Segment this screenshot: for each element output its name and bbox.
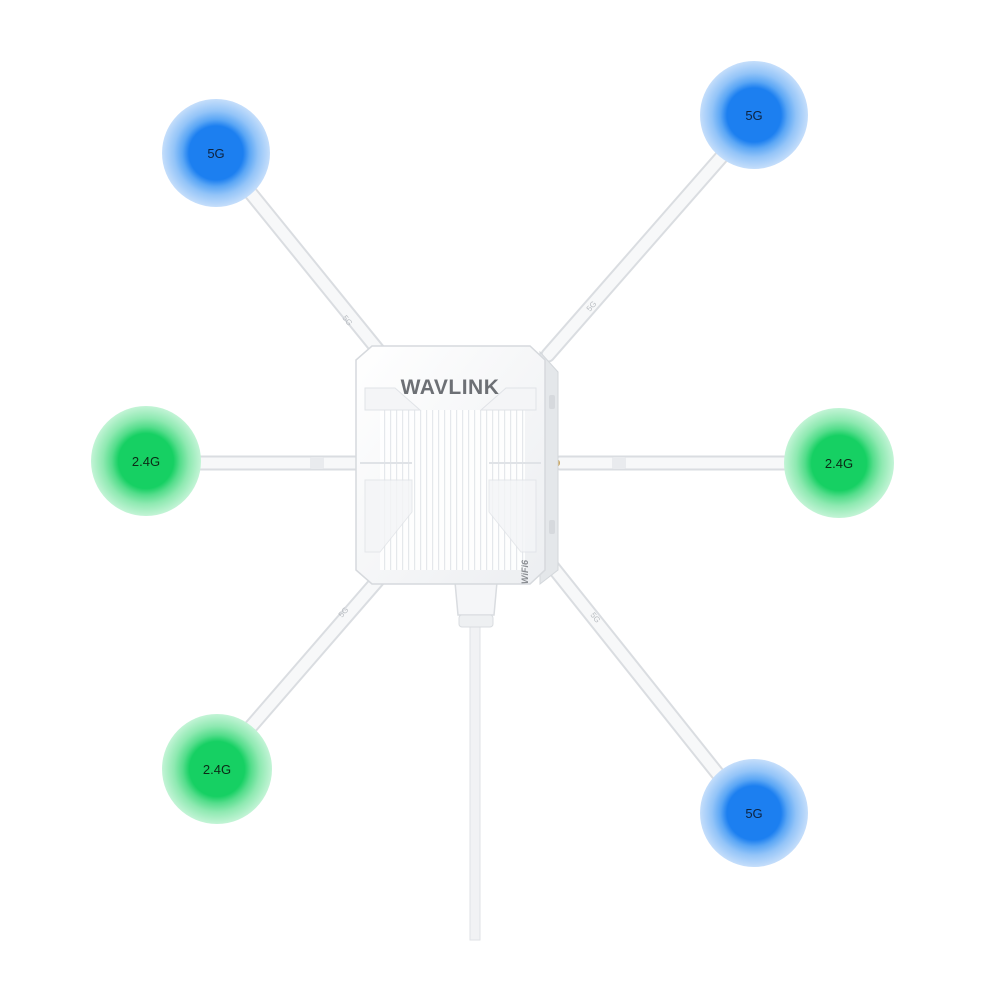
band-badge-top-right: 5G (700, 61, 808, 169)
power-cable (454, 581, 498, 941)
band-label: 5G (745, 108, 762, 123)
band-label: 5G (207, 146, 224, 161)
band-badge-mid-right: 2.4G (784, 408, 894, 518)
band-badge-bottom-right: 5G (700, 759, 808, 867)
antenna-bottom-right: 5G (544, 558, 753, 816)
band-label: 5G (745, 806, 762, 821)
antenna-top-left: 5G (224, 162, 386, 358)
band-label: 2.4G (825, 456, 853, 471)
band-badge-top-left: 5G (162, 99, 270, 207)
brand-logo: WAVLINK (401, 376, 500, 399)
band-badge-bottom-left: 2.4G (162, 714, 272, 824)
wifi6-mark: WiFi6 (520, 559, 530, 584)
band-label: 2.4G (203, 762, 231, 777)
band-label: 2.4G (132, 454, 160, 469)
router-body (355, 345, 559, 586)
antenna-top-right: 5G (540, 122, 753, 363)
band-badge-mid-left: 2.4G (91, 406, 201, 516)
